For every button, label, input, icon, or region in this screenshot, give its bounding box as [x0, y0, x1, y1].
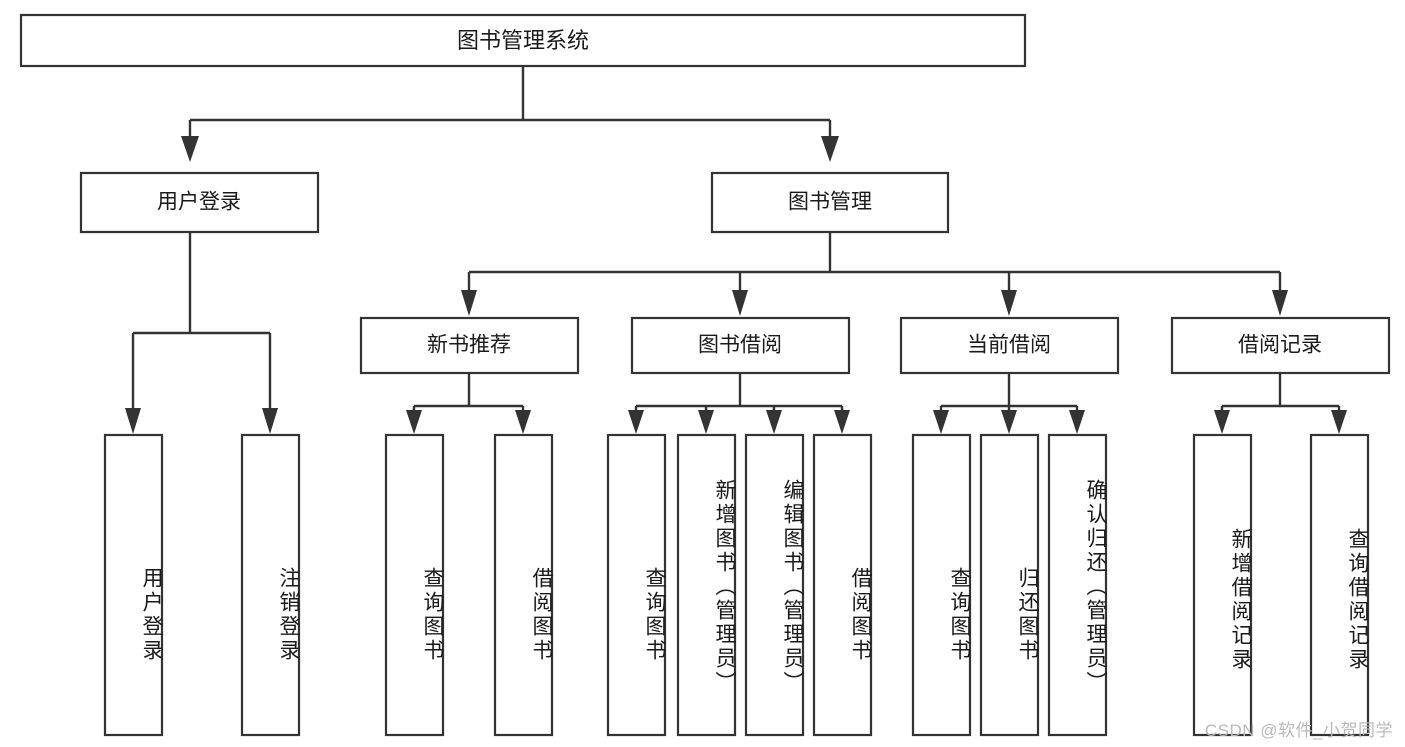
leaf-box-current-borrow-3[interactable] [1047, 433, 1108, 737]
connector-group-book-manage [461, 232, 1288, 316]
node-borrow-record-label: 借阅记录 [1238, 334, 1322, 357]
node-new-book-recommend-box [359, 316, 580, 375]
arrow-current-borrow-leaf-1 [933, 410, 949, 434]
leaf-box-book-borrow-3[interactable] [744, 433, 805, 737]
arrow-borrow-record-leaf-1 [1214, 410, 1230, 434]
leaf-box-new-book-1[interactable] [384, 433, 445, 737]
node-current-borrow-box [899, 316, 1120, 375]
connector-group-book-borrow [628, 373, 850, 434]
arrow-new-book-leaf-2 [515, 410, 531, 434]
node-user-login[interactable]: 用户登录 [79, 171, 320, 234]
leaf-box-book-borrow-1[interactable] [606, 433, 667, 737]
leaf-box-borrow-record-2[interactable] [1309, 433, 1370, 737]
node-root-label: 图书管理系统 [457, 28, 589, 53]
arrow-root-to-book-manage [821, 136, 839, 162]
connector-group-borrow-record [1214, 373, 1347, 434]
node-book-manage-label: 图书管理 [788, 191, 872, 214]
leaf-box-new-book-2[interactable] [493, 433, 554, 737]
leaf-box-borrow-record-1[interactable] [1192, 433, 1253, 737]
arrow-book-manage-child-2 [732, 290, 748, 316]
arrow-book-manage-child-1 [461, 290, 477, 316]
leaf-box-user-login-2[interactable] [240, 433, 301, 737]
arrow-new-book-leaf-1 [406, 410, 422, 434]
connector-group-user-login [125, 232, 278, 434]
node-user-login-box [79, 171, 320, 234]
leaf-box-book-borrow-2[interactable] [676, 433, 737, 737]
leaf-box-user-login-1[interactable] [103, 433, 164, 737]
arrow-book-borrow-leaf-1 [628, 410, 644, 434]
arrow-root-to-user-login [181, 136, 199, 162]
arrow-current-borrow-leaf-2 [1001, 410, 1017, 434]
arrow-user-login-leaf-1 [125, 408, 141, 434]
arrow-book-borrow-leaf-2 [698, 410, 714, 434]
node-borrow-record-box [1170, 316, 1391, 375]
node-borrow-record[interactable]: 借阅记录 [1170, 316, 1391, 375]
node-new-book-recommend[interactable]: 新书推荐 [359, 316, 580, 375]
connector-group-new-book [406, 373, 531, 434]
leaf-box-current-borrow-2[interactable] [979, 433, 1040, 737]
connector-group-current-borrow [933, 373, 1085, 434]
leaf-box-current-borrow-1[interactable] [911, 433, 972, 737]
node-book-borrow[interactable]: 图书借阅 [630, 316, 851, 375]
arrow-user-login-leaf-2 [262, 408, 278, 434]
arrow-current-borrow-leaf-3 [1069, 410, 1085, 434]
node-book-manage-box [710, 171, 950, 234]
node-root-system[interactable]: 图书管理系统 [19, 13, 1027, 68]
node-current-borrow[interactable]: 当前借阅 [899, 316, 1120, 375]
leaf-box-book-borrow-4[interactable] [812, 433, 873, 737]
node-current-borrow-label: 当前借阅 [967, 334, 1051, 357]
arrow-book-manage-child-4 [1272, 290, 1288, 316]
arrow-book-borrow-leaf-4 [834, 410, 850, 434]
node-book-manage[interactable]: 图书管理 [710, 171, 950, 234]
watermark-label: CSDN @软件_小贺同学 [1204, 721, 1393, 740]
node-root-box [19, 13, 1027, 68]
node-book-borrow-label: 图书借阅 [698, 334, 782, 357]
arrow-borrow-record-leaf-2 [1331, 410, 1347, 434]
arrow-book-borrow-leaf-3 [766, 410, 782, 434]
node-new-book-recommend-label: 新书推荐 [427, 334, 511, 357]
node-book-borrow-box [630, 316, 851, 375]
connector-group-root [181, 66, 839, 162]
node-user-login-label: 用户登录 [157, 191, 241, 214]
arrow-book-manage-child-3 [1001, 290, 1017, 316]
